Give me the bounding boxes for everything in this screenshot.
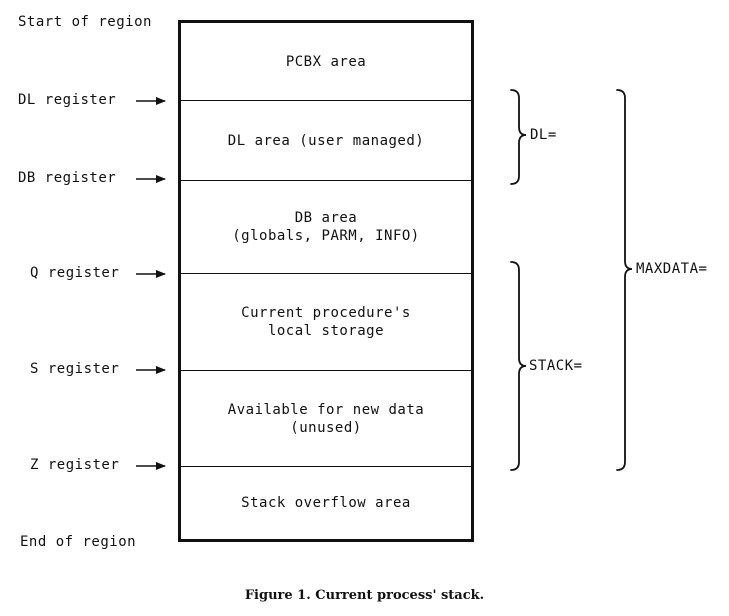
db-register-label: DB register (18, 170, 117, 186)
dl-area-segment: DL area (user managed) (181, 100, 471, 180)
stack-overflow-segment: Stack overflow area (181, 466, 471, 539)
stack-brace (510, 261, 527, 471)
available-data-line-2: (unused) (290, 419, 362, 436)
available-data-line-1: Available for new data (227, 401, 425, 418)
end-of-region-label: End of region (20, 534, 137, 550)
maxdata-brace-label: MAXDATA= (636, 261, 708, 277)
db-area-line-1: DB area (294, 210, 358, 226)
dl-register-label: DL register (18, 92, 117, 108)
stack-brace-label: STACK= (529, 358, 583, 374)
db-area-segment: DB area (globals, PARM, INFO) (181, 180, 471, 273)
local-storage-line-2: local storage (267, 323, 385, 339)
dl-brace (510, 89, 527, 185)
available-data-segment: Available for new data (unused) (181, 370, 471, 466)
start-of-region-label: Start of region (18, 14, 152, 30)
s-register-label: S register (30, 361, 120, 377)
local-storage-segment: Current procedure's local storage (181, 273, 471, 370)
stack-region-box: PCBX area DL area (user managed) DB area… (178, 20, 474, 542)
db-area-line-2: (globals, PARM, INFO) (232, 228, 420, 244)
z-register-label: Z register (30, 457, 120, 473)
dl-area-line-1: DL area (user managed) (227, 132, 425, 149)
pcbx-area-line-1: PCBX area (285, 53, 367, 70)
local-storage-line-1: Current procedure's (241, 305, 411, 321)
q-register-label: Q register (30, 265, 120, 281)
maxdata-brace (616, 89, 633, 471)
figure-caption: Figure 1. Current process' stack. (244, 588, 485, 603)
dl-brace-label: DL= (530, 127, 557, 143)
stack-overflow-line-1: Stack overflow area (241, 495, 411, 511)
pcbx-area-segment: PCBX area (181, 23, 471, 100)
